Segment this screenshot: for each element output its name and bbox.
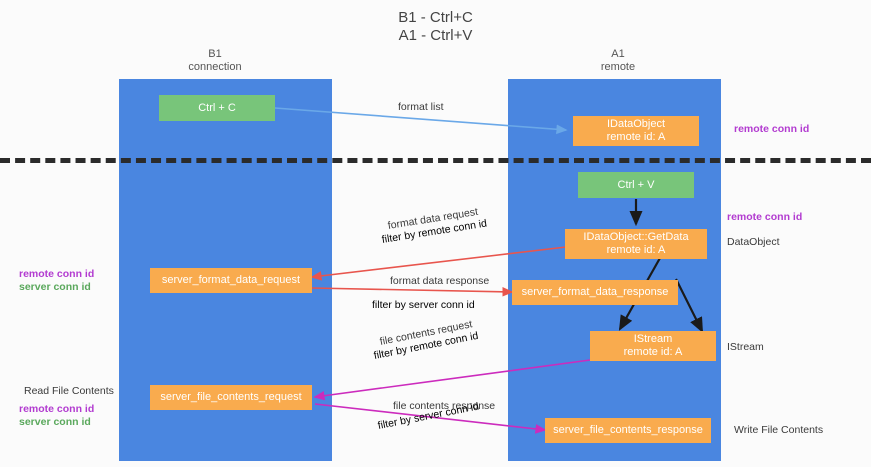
node-server-file-contents-request-label: server_file_contents_request (160, 391, 302, 403)
edge-label-format-data-response: format data response (390, 275, 490, 287)
edge-label-file-contents-response: file contents response (393, 400, 496, 412)
annotation-left-read-file-contents: Read File Contents (24, 385, 114, 397)
annotation-right-remote-conn-id-top: remote conn id (734, 123, 810, 135)
node-server-file-contents-request[interactable]: server_file_contents_request (150, 385, 312, 410)
edge-label-format-list: format list (398, 101, 444, 113)
annotation-right-dataobject: DataObject (727, 236, 780, 248)
annotation-left-server-conn-id-bottom: server conn id (19, 416, 91, 428)
diagram-title-line2: A1 - Ctrl+V (398, 27, 473, 44)
annotation-left-remote-conn-id-bottom: remote conn id (19, 403, 95, 415)
node-istream-sublabel: remote id: A (623, 346, 683, 358)
node-getdata-label: IDataObject::GetData (583, 231, 689, 243)
node-idataobject[interactable]: IDataObject remote id: A (573, 116, 699, 146)
node-istream[interactable]: IStream remote id: A (590, 331, 716, 361)
node-getdata-sublabel: remote id: A (606, 244, 666, 256)
node-server-format-data-request-label: server_format_data_request (161, 274, 301, 286)
node-server-file-contents-response[interactable]: server_file_contents_response (545, 418, 711, 443)
filter-prefix: filter by (372, 299, 409, 311)
edge-label-format-data-response-filter: filter by server conn id (372, 299, 475, 312)
node-idataobject-sublabel: remote id: A (606, 131, 666, 143)
node-ctrl-v[interactable]: Ctrl + V (578, 172, 694, 198)
node-server-format-data-response[interactable]: server_format_data_response (512, 280, 678, 305)
filter-prefix: filter by (376, 413, 416, 432)
annotation-left-server-conn-id-mid: server conn id (19, 281, 91, 293)
node-server-format-data-request[interactable]: server_format_data_request (150, 268, 312, 293)
node-idataobject-getdata[interactable]: IDataObject::GetData remote id: A (565, 229, 707, 259)
column-header-b1: B1 connection (135, 48, 295, 74)
node-istream-label: IStream (633, 333, 673, 345)
filter-prefix: filter by (372, 343, 412, 362)
annotation-right-istream: IStream (727, 341, 764, 353)
annotation-right-write-file-contents: Write File Contents (734, 424, 824, 436)
annotation-left-remote-conn-id-mid: remote conn id (19, 268, 95, 280)
node-ctrl-c[interactable]: Ctrl + C (159, 95, 275, 121)
column-header-b1-role: connection (188, 61, 242, 73)
node-server-format-data-response-label: server_format_data_response (521, 286, 669, 298)
node-idataobject-label: IDataObject (606, 118, 666, 130)
filter-key-server-conn-id: server conn id (408, 299, 475, 311)
column-header-a1: A1 remote (538, 48, 698, 74)
annotation-right-remote-conn-id-mid: remote conn id (727, 211, 803, 223)
column-header-a1-name: A1 (611, 48, 625, 60)
node-server-file-contents-response-label: server_file_contents_response (553, 424, 703, 436)
column-header-a1-role: remote (600, 61, 636, 73)
filter-prefix: filter by (380, 228, 420, 246)
column-header-b1-name: B1 (208, 48, 222, 60)
diagram-title-line1: B1 - Ctrl+C (398, 9, 473, 26)
node-ctrl-v-label: Ctrl + V (617, 178, 655, 191)
node-ctrl-c-label: Ctrl + C (198, 101, 236, 114)
section-separator (0, 158, 871, 163)
